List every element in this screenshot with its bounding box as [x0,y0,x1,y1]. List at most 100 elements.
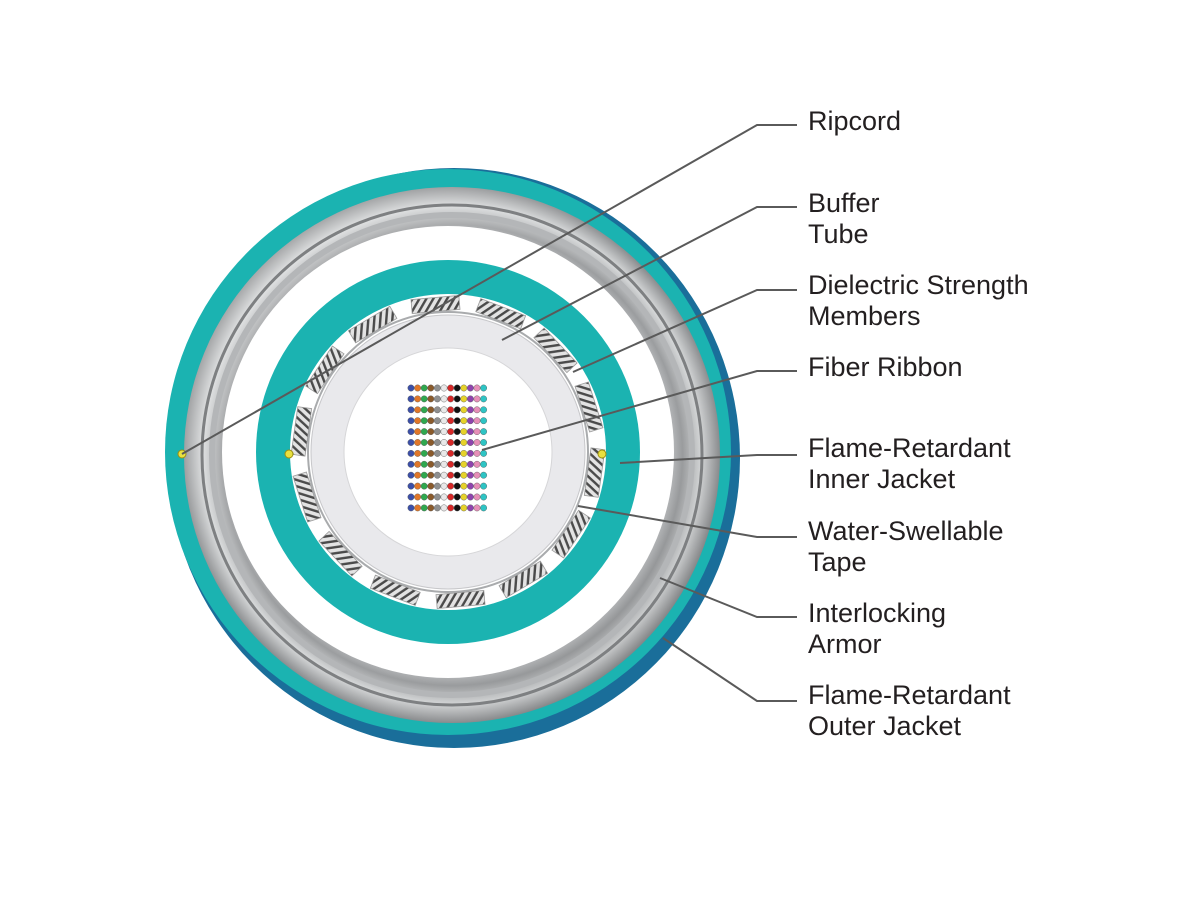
label-inner-jacket: Flame-Retardant Inner Jacket [808,433,1018,494]
fiber [466,482,474,490]
fiber [460,428,468,435]
fiber [466,504,474,512]
fiber [447,471,454,479]
fiber [453,493,461,501]
fiber [440,384,448,392]
fiber [453,482,461,490]
fiber [420,384,428,392]
fiber [460,460,468,468]
fiber [447,395,454,403]
fiber [433,449,441,457]
fiber [480,482,487,490]
leader-line-buffer-tube [501,206,797,341]
fiber [433,439,441,446]
fiber [440,395,448,403]
callout-labels: Ripcord Buffer Tube Dielectric Strength … [808,106,1036,741]
fiber [407,471,415,479]
fiber [480,384,487,392]
fiber [427,504,435,512]
fiber [407,417,415,425]
fiber [447,428,454,435]
fiber [420,493,428,501]
fiber [420,460,428,468]
fiber [466,428,474,435]
fiber [480,428,487,435]
leader-line-outer-jacket [662,637,797,702]
fiber [440,460,448,468]
fiber [453,449,461,457]
fiber [473,428,481,435]
fiber [460,439,468,446]
fiber [473,493,481,501]
fiber [480,460,487,468]
fiber [473,406,481,414]
leader-line-armor [659,577,797,618]
fiber [440,428,448,435]
fiber [447,417,454,425]
fiber [440,504,448,512]
fiber [473,439,481,446]
fiber [407,406,415,414]
fiber [440,406,448,414]
fiber [473,460,481,468]
label-water-tape: Water-Swellable Tape [808,516,1011,577]
fiber [407,449,415,457]
leader-line-ripcord [181,124,797,455]
fiber [453,384,461,392]
fiber [453,406,461,414]
label-outer-jacket: Flame-Retardant Outer Jacket [808,680,1018,741]
fiber [466,449,474,457]
fiber [480,449,487,457]
fiber [407,428,415,435]
fiber [414,384,421,392]
fiber [466,395,474,403]
fiber [466,439,474,446]
leader-line-water-tape [577,505,797,538]
fiber [473,482,481,490]
fiber [466,417,474,425]
fiber [460,482,468,490]
fiber [440,439,448,446]
dielectric-strength-members [290,295,606,609]
fiber [460,449,468,457]
fiber [480,417,487,425]
fiber [453,471,461,479]
fiber [414,482,421,490]
fiber [420,504,428,512]
fiber [427,471,435,479]
fiber [427,439,435,446]
label-strength-members: Dielectric Strength Members [808,270,1036,331]
fiber [453,395,461,403]
fiber [433,471,441,479]
fiber [440,471,448,479]
fiber [420,471,428,479]
fiber [414,493,421,501]
leader-line-inner-jacket [619,454,797,464]
fiber [460,417,468,425]
fiber [466,460,474,468]
strength-member [574,381,604,433]
fiber [433,482,441,490]
fiber [473,504,481,512]
fiber [460,493,468,501]
fiber [466,384,474,392]
fiber [440,482,448,490]
fiber [473,384,481,392]
fiber [447,439,454,446]
fiber [414,449,421,457]
fiber [447,504,454,512]
fiber [420,482,428,490]
fiber [433,460,441,468]
fiber [480,406,487,414]
water-swellable-tape [307,311,589,593]
fiber [407,493,415,501]
label-ripcord: Ripcord [808,106,901,136]
strength-member [583,447,606,498]
fiber [480,439,487,446]
fiber [427,406,435,414]
fiber [473,449,481,457]
fiber [440,449,448,457]
strength-member [292,471,322,523]
fiber [466,493,474,501]
